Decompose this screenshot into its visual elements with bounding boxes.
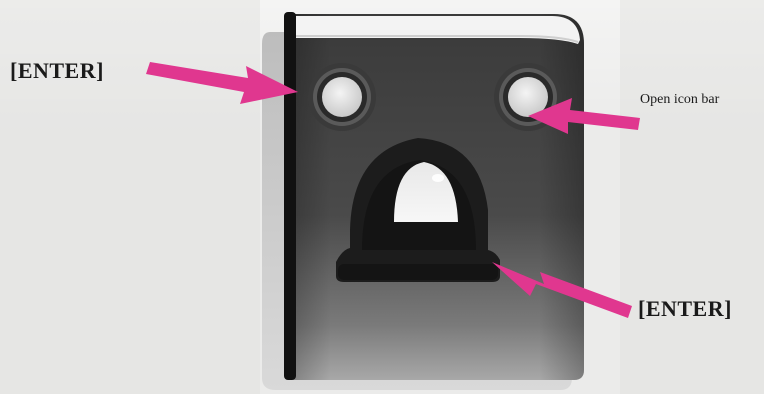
enter-label-bottom: [ENTER]	[638, 296, 732, 322]
device-spine	[284, 12, 296, 380]
enter-label-top: [ENTER]	[10, 58, 104, 84]
left-round-button[interactable]	[308, 63, 376, 131]
open-icon-bar-label: Open icon bar	[640, 92, 719, 108]
